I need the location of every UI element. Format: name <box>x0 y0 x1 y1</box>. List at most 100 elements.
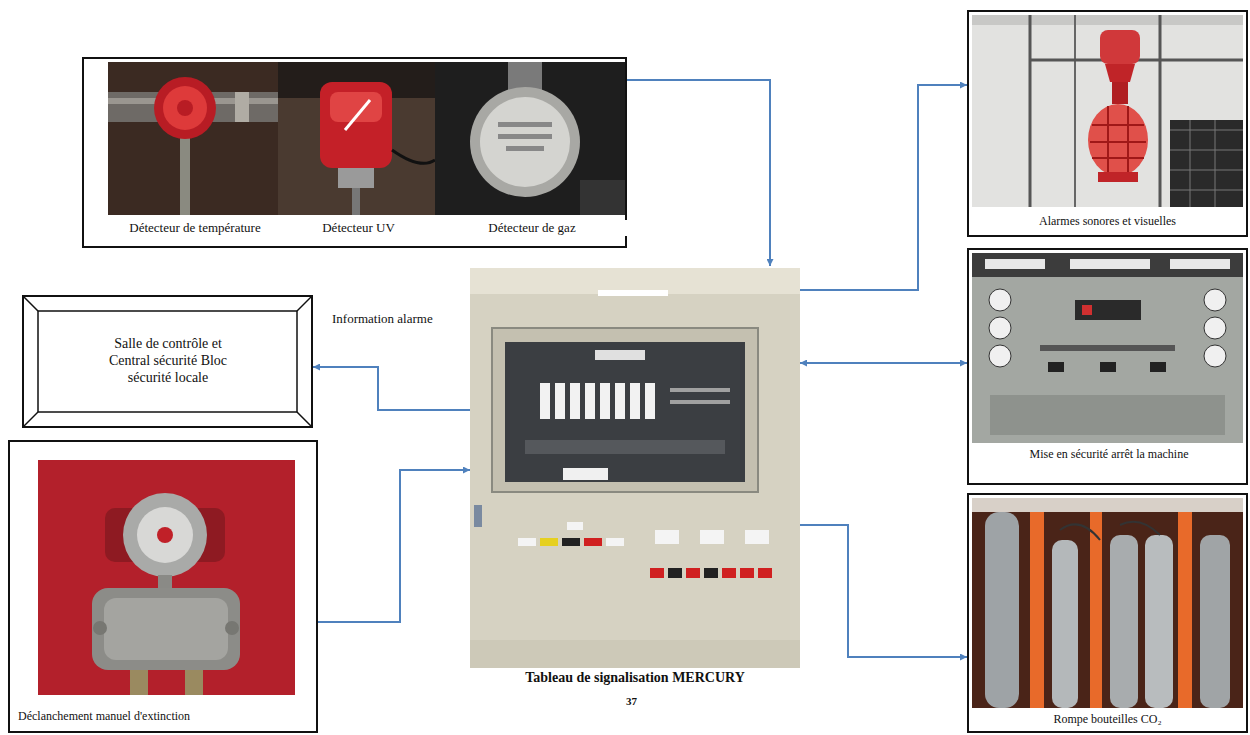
photo-detail <box>606 538 624 546</box>
photo-detail <box>585 383 595 419</box>
flow-arrow <box>800 85 967 290</box>
photo-detail <box>985 259 1045 269</box>
photo-detail <box>989 289 1011 311</box>
caption-text: Détecteur de gaz <box>437 220 627 236</box>
bevel-line <box>23 412 38 427</box>
photo-detail <box>1204 345 1226 367</box>
photo-detail <box>185 670 203 695</box>
photo-detail <box>278 62 435 215</box>
photo-detail <box>1090 512 1102 708</box>
flow-arrow <box>800 362 967 364</box>
photo-detail <box>1159 15 1162 207</box>
caption-text: Tableau de signalisation MERCURY <box>490 670 780 687</box>
flow-arrow <box>318 470 470 622</box>
machine-panel-photo <box>972 253 1243 443</box>
photo-detail <box>686 568 700 578</box>
photo-detail <box>670 400 730 404</box>
photo-detail <box>123 493 207 577</box>
photo-detail <box>92 588 240 670</box>
photo-detail <box>492 328 758 492</box>
photo-detail <box>985 512 1019 708</box>
photo-detail <box>570 383 580 419</box>
caption-text: Rompe bouteilles CO₂ <box>975 712 1240 726</box>
photo-detail <box>700 530 724 544</box>
photo-detail <box>745 530 769 544</box>
photo-detail <box>630 383 640 419</box>
photo-detail <box>1110 535 1138 708</box>
photo-detail <box>645 383 655 419</box>
caption-text: Salle de contrôle et Central sécurité Bl… <box>100 336 236 386</box>
photo-detail <box>758 568 772 578</box>
caption-text: Mise en sécurité arrêt la machine <box>1019 447 1199 461</box>
photo-detail <box>668 568 682 578</box>
edge-label: Information alarme <box>330 311 435 327</box>
photo-detail <box>154 77 216 139</box>
photo-detail <box>580 180 627 215</box>
signal-panel: Tableau de signalisation MERCURY <box>470 266 800 691</box>
photo-detail <box>470 268 800 668</box>
photo-detail <box>1030 512 1044 708</box>
photo-detail <box>157 527 173 543</box>
flow-arrow <box>800 525 967 657</box>
photo-detail <box>598 290 668 296</box>
photo-detail <box>1098 172 1138 182</box>
photo-detail <box>506 146 544 151</box>
photo-detail <box>93 621 107 635</box>
photo-detail <box>615 383 625 419</box>
temperature-detector-photo <box>108 62 278 215</box>
page-number: 37 <box>624 695 639 707</box>
photo-detail <box>740 568 754 578</box>
photo-detail <box>338 168 374 188</box>
photo-detail <box>600 383 610 419</box>
photo-detail <box>1204 289 1226 311</box>
photo-detail <box>505 342 745 482</box>
photo-detail <box>972 253 1243 277</box>
bevel-line <box>38 311 297 412</box>
caption-text: Déclanchement manuel d'extinction <box>16 709 310 723</box>
photo-detail <box>650 568 664 578</box>
photo-detail <box>1082 305 1092 315</box>
photo-detail <box>1170 120 1243 207</box>
photo-detail <box>392 150 435 163</box>
uv-detector-photo <box>278 62 435 215</box>
photo-detail <box>130 670 148 695</box>
bevel-line <box>23 296 38 311</box>
photo-detail <box>972 253 1243 443</box>
photo-detail <box>1029 15 1032 207</box>
manual-trigger-photo <box>38 460 295 695</box>
photo-detail <box>1090 106 1146 174</box>
photo-detail <box>104 598 228 660</box>
photo-detail <box>1060 522 1160 540</box>
photo-detail <box>1178 512 1192 708</box>
photo-detail <box>352 188 360 215</box>
flow-arrow <box>627 80 770 266</box>
photo-detail <box>1112 82 1128 104</box>
detector-group-box: Détecteur de températureDétecteur UVDéte… <box>82 57 627 248</box>
photo-detail <box>972 498 1243 708</box>
photo-detail <box>1204 317 1226 339</box>
photo-detail <box>562 538 580 546</box>
photo-detail <box>1088 104 1148 176</box>
photo-detail <box>470 87 580 197</box>
photo-detail <box>1200 535 1230 708</box>
photo-detail <box>1145 535 1173 708</box>
photo-detail <box>655 530 679 544</box>
photo-detail <box>180 132 190 215</box>
photo-detail <box>480 97 570 187</box>
photo-detail <box>555 383 565 419</box>
photo-detail <box>704 568 718 578</box>
photo-detail <box>972 15 1243 25</box>
photo-detail <box>320 82 392 168</box>
alarm-photo <box>972 15 1243 207</box>
photo-detail <box>470 640 800 668</box>
bevel-line <box>297 296 312 311</box>
photo-detail <box>540 383 550 419</box>
photo-detail <box>595 350 645 360</box>
photo-detail <box>1074 15 1076 207</box>
photo-detail <box>38 460 295 695</box>
photo-detail <box>1100 362 1116 372</box>
photo-detail <box>540 538 558 546</box>
photo-detail <box>990 395 1225 435</box>
photo-detail <box>163 86 207 130</box>
bevel-line <box>23 296 312 427</box>
